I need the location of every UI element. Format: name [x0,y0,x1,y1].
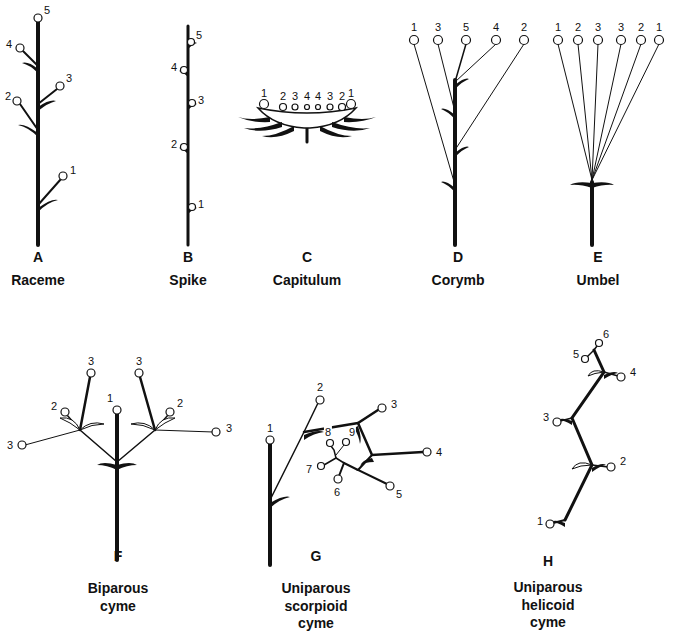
callout-number: 3 [87,355,95,367]
callout-number: 9 [348,426,356,438]
callout-number: 2 [50,400,58,412]
callout-number: 1 [260,87,268,99]
panel-letter: G [311,549,322,564]
callout-number: 7 [305,463,313,475]
callout-number: 5 [195,29,203,41]
caption-text: Uniparous helicoid cyme [503,579,593,632]
callout-number: 1 [106,392,114,404]
callout-number: 4 [629,366,637,378]
caption-text: Umbel [577,273,620,288]
callout-number: 1 [69,164,77,176]
callout-number: 3 [326,90,334,102]
callout-number: 2 [619,455,627,467]
panel-letter: B [183,250,193,265]
panel-letter: A [33,250,43,265]
callout-number: 2 [170,138,178,150]
callout-number: 6 [333,486,341,498]
callout-number: 1 [554,21,562,33]
callout-number: 3 [390,398,398,410]
callout-number: 4 [492,21,500,33]
callout-number: 4 [314,90,322,102]
caption-text: Raceme [11,273,65,288]
callout-number: 2 [574,21,582,33]
callout-number: 5 [572,348,580,360]
callout-number: 3 [197,94,205,106]
callout-number: 3 [225,422,233,434]
callout-number: 3 [617,21,625,33]
callout-number: 2 [4,90,12,102]
callout-number: 4 [170,61,178,73]
callout-number: 3 [65,72,73,84]
callout-number: 3 [594,21,602,33]
callout-number: 3 [291,90,299,102]
callout-number: 6 [602,328,610,340]
callout-number: 2 [338,90,346,102]
callout-number: 1 [655,21,663,33]
callout-number: 1 [347,87,355,99]
callout-number: 3 [135,355,143,367]
callout-number: 2 [176,397,184,409]
panel-letter: E [593,250,602,265]
caption-text: Uniparous scorpioid cyme [271,580,361,633]
callout-number: 3 [542,411,550,423]
callout-number: 5 [395,488,403,500]
callout-number: 4 [303,90,311,102]
callout-number: 4 [5,38,13,50]
caption-text: Corymb [432,273,485,288]
callout-number: 5 [462,21,470,33]
panel-letter: H [543,554,553,569]
callout-number: 1 [536,515,544,527]
panel-letter: C [302,250,312,265]
caption-text: Biparous cyme [73,580,163,615]
callout-number: 2 [520,21,528,33]
panel-letter: D [453,250,463,265]
callout-number: 1 [266,422,274,434]
callout-number: 1 [197,198,205,210]
callout-number: 4 [435,446,443,458]
panel-letter: F [114,549,123,564]
callout-number: 8 [324,426,332,438]
callout-number: 1 [410,21,418,33]
callout-number: 3 [434,21,442,33]
caption-text: Capitulum [273,273,341,288]
callout-number: 3 [6,439,14,451]
caption-text: Spike [169,273,206,288]
callout-number: 2 [316,381,324,393]
callout-number: 2 [279,90,287,102]
callout-number: 5 [43,4,51,16]
callout-number: 2 [637,21,645,33]
